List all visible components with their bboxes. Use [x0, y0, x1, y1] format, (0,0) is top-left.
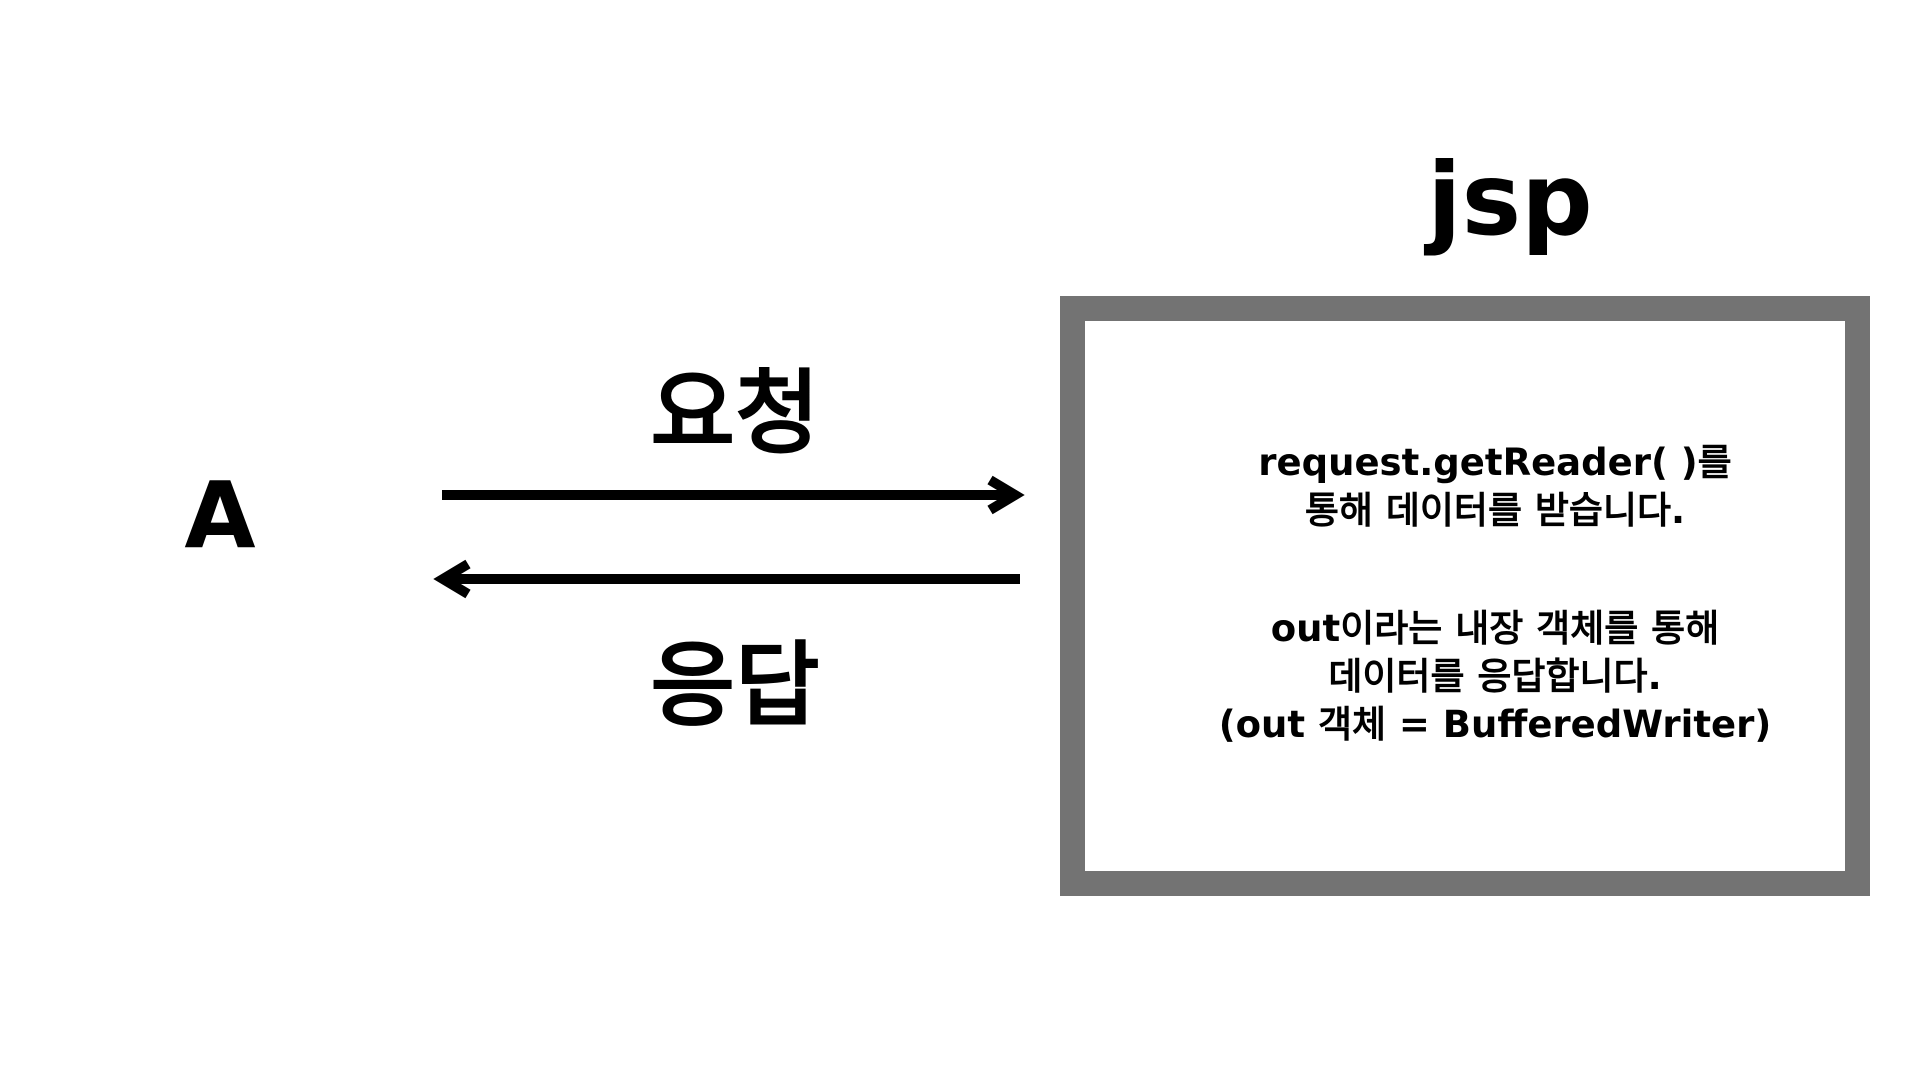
write-line-1: out이라는 내장 객체를 통해: [1270, 607, 1720, 650]
client-label: A: [184, 462, 256, 569]
read-line-1: request.getReader( )를: [1258, 441, 1732, 484]
request-arrow: [442, 475, 1025, 515]
write-line-2: 데이터를 응답합니다.: [1328, 655, 1662, 698]
response-label: 응답: [650, 632, 820, 739]
request-label: 요청: [650, 360, 820, 467]
server-write-description: out이라는 내장 객체를 통해 데이터를 응답합니다. (out 객체 = B…: [1115, 605, 1875, 749]
read-line-2: 통해 데이터를 받습니다.: [1304, 489, 1686, 532]
server-box: request.getReader( )를 통해 데이터를 받습니다. out이…: [1060, 296, 1870, 896]
write-line-3: (out 객체 = BufferedWriter): [1218, 703, 1772, 746]
server-title: jsp: [1427, 141, 1593, 258]
server-read-description: request.getReader( )를 통해 데이터를 받습니다.: [1115, 439, 1875, 535]
response-arrow: [433, 559, 1020, 599]
